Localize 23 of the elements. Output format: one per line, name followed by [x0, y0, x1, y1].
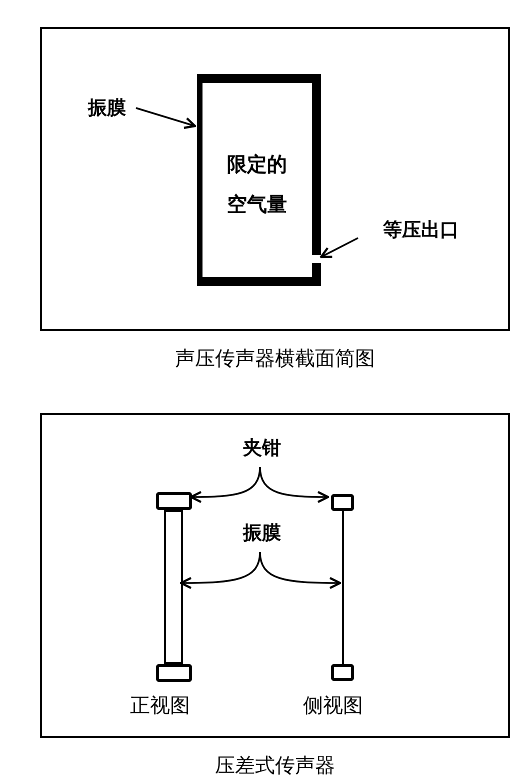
figure-caption: 声压传声器横截面简图: [174, 347, 376, 369]
brace-arrow: [259, 552, 342, 590]
chamber-box: [197, 74, 321, 286]
diaphragm-line: [342, 510, 344, 664]
panel-frame: [40, 27, 510, 331]
brace-arrow: [180, 552, 261, 590]
diaphragm-bar: [164, 510, 183, 664]
view-label: 正视图: [130, 694, 190, 716]
clamp-block: [331, 494, 354, 511]
chamber-label: 限定的空气量: [227, 151, 288, 218]
clamp-block: [331, 664, 354, 681]
callout-label: 振膜: [231, 519, 293, 554]
callout-label: 振膜: [76, 94, 138, 124]
view-label: 侧视图: [303, 694, 363, 716]
callout-label: 等压出口: [366, 216, 476, 248]
leader-arrow: [136, 107, 196, 129]
panel-frame: [40, 413, 510, 738]
clamp-block: [156, 664, 192, 682]
clamp-block: [156, 492, 192, 510]
brace-arrow: [259, 466, 330, 504]
callout-label: 夹钳: [231, 434, 293, 469]
leader-arrow: [320, 237, 358, 258]
figure-caption: 压差式传声器: [214, 754, 336, 776]
